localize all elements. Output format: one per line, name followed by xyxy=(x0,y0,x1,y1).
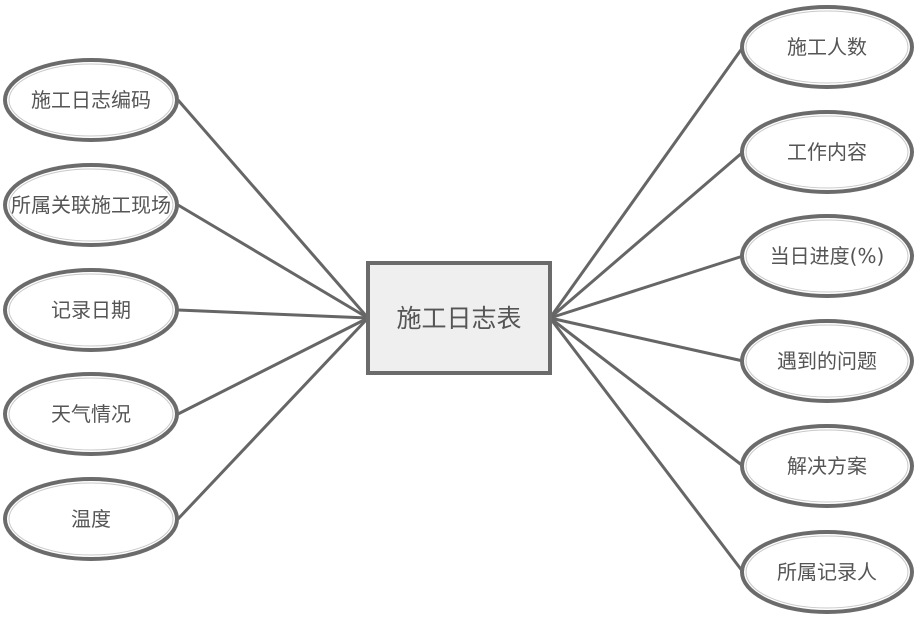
attribute-ellipse-inner xyxy=(745,10,909,84)
entity-label: 施工日志表 xyxy=(396,304,521,333)
attribute-ellipse xyxy=(740,424,914,508)
attribute-left-1: 所属关联施工现场 xyxy=(3,163,179,247)
entity-box xyxy=(366,261,552,375)
attribute-ellipse-inner xyxy=(745,115,909,189)
connector-right-0 xyxy=(548,46,745,319)
attribute-ellipse xyxy=(740,214,914,298)
connector-right-3 xyxy=(549,316,744,363)
attribute-label: 施工人数 xyxy=(787,35,867,59)
attribute-ellipse-inner xyxy=(745,219,909,293)
attribute-ellipse xyxy=(3,58,179,142)
attribute-label: 当日进度(%) xyxy=(770,244,885,268)
attribute-label: 解决方案 xyxy=(787,454,867,478)
attribute-ellipse-inner xyxy=(8,63,174,137)
attribute-ellipse-inner xyxy=(8,482,174,556)
attribute-label: 温度 xyxy=(71,507,111,531)
connector-right-2 xyxy=(549,254,744,320)
attribute-label: 记录日期 xyxy=(51,298,131,322)
connector-left-2 xyxy=(177,308,369,320)
connector-right-1 xyxy=(549,150,744,320)
attribute-ellipse xyxy=(740,110,914,194)
attribute-ellipse-inner xyxy=(8,377,174,451)
connector-left-3 xyxy=(177,316,369,416)
attribute-ellipse-inner xyxy=(745,324,909,398)
attribute-label: 施工日志编码 xyxy=(31,88,151,112)
attribute-right-0: 施工人数 xyxy=(740,5,914,89)
connector-left-4 xyxy=(176,316,370,521)
attribute-ellipse xyxy=(740,5,914,89)
connectors-right xyxy=(548,46,745,573)
attribute-right-4: 解决方案 xyxy=(740,424,914,508)
attribute-label: 所属关联施工现场 xyxy=(11,193,171,217)
attribute-left-4: 温度 xyxy=(3,477,179,561)
attribute-right-2: 当日进度(%) xyxy=(740,214,914,298)
connector-left-1 xyxy=(177,203,369,320)
attribute-label: 所属记录人 xyxy=(777,560,877,584)
attribute-ellipse-inner xyxy=(8,168,174,242)
attribute-label: 工作内容 xyxy=(787,140,867,164)
attribute-ellipse-inner xyxy=(745,535,909,609)
attribute-label: 天气情况 xyxy=(51,402,131,426)
attribute-right-1: 工作内容 xyxy=(740,110,914,194)
attribute-label: 遇到的问题 xyxy=(777,349,877,373)
connectors-left xyxy=(176,99,370,521)
attribute-ellipse xyxy=(740,530,914,614)
attribute-left-2: 记录日期 xyxy=(3,268,179,352)
attribute-right-3: 遇到的问题 xyxy=(740,319,914,403)
attribute-right-5: 所属记录人 xyxy=(740,530,914,614)
attribute-ellipse-inner xyxy=(8,273,174,347)
attribute-ellipse xyxy=(740,319,914,403)
connector-right-5 xyxy=(548,317,745,573)
connector-left-0 xyxy=(176,99,370,319)
attribute-ellipse-inner xyxy=(745,429,909,503)
connector-right-4 xyxy=(549,316,744,468)
attribute-left-3: 天气情况 xyxy=(3,372,179,456)
attribute-ellipse xyxy=(3,477,179,561)
attribute-ellipse xyxy=(3,268,179,352)
attribute-left-0: 施工日志编码 xyxy=(3,58,179,142)
entity: 施工日志表 xyxy=(366,261,552,375)
attribute-ellipse xyxy=(3,163,179,247)
attribute-ellipse xyxy=(3,372,179,456)
